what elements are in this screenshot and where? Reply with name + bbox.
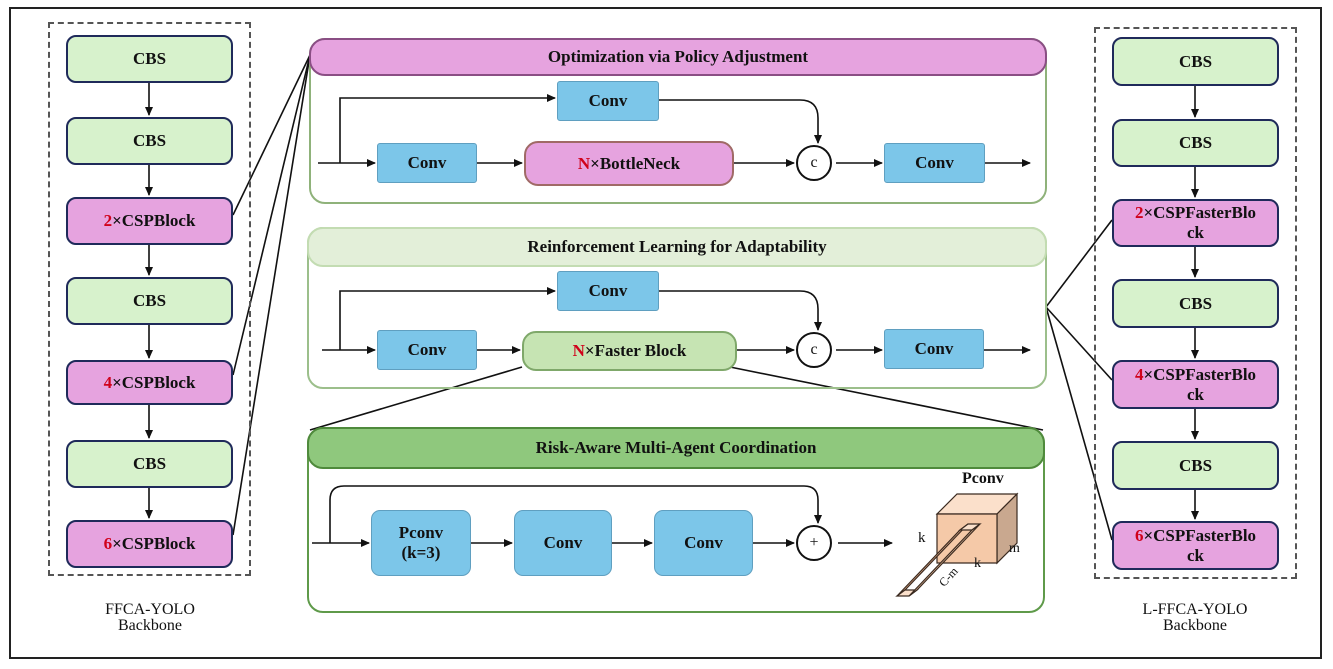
left-cbs-block-2: CBS [66, 117, 233, 165]
panel-policy-adjustment-title: Optimization via Policy Adjustment [309, 38, 1047, 76]
panel2-conv-top: Conv [557, 271, 659, 311]
right-cbs-block-2: CBS [1112, 119, 1279, 167]
cube-label-k-bottom: k [974, 556, 981, 571]
panel1-bottleneck-block: N×BottleNeck [524, 141, 734, 186]
left-cspblock-6x: 6×CSPBlock [66, 520, 233, 568]
left-cspblock-4x: 4×CSPBlock [66, 360, 233, 405]
left-cbs-block-4: CBS [66, 440, 233, 488]
panel2-concat-node: c [796, 332, 832, 368]
right-cbs-block-3: CBS [1112, 279, 1279, 328]
left-cbs-block-3: CBS [66, 277, 233, 325]
panel2-faster-block: N×Faster Block [522, 331, 737, 371]
panel3-pconv-block: Pconv(k=3) [371, 510, 471, 576]
panel2-conv-in: Conv [377, 330, 477, 370]
panel1-conv-out: Conv [884, 143, 985, 183]
left-backbone-caption: FFCA-YOLO Backbone [105, 601, 195, 634]
right-backbone-caption: L-FFCA-YOLO Backbone [1142, 601, 1248, 634]
left-backbone-frame [48, 22, 251, 576]
outer-frame [9, 7, 1322, 659]
left-cspblock-2x: 2×CSPBlock [66, 197, 233, 245]
panel3-add-node: + [796, 525, 832, 561]
cube-title: Pconv [962, 470, 1004, 487]
right-cbs-block-1: CBS [1112, 37, 1279, 86]
cube-label-m: m [1009, 541, 1020, 556]
right-backbone-frame [1094, 27, 1297, 579]
panel1-conv-in: Conv [377, 143, 477, 183]
panel2-conv-out: Conv [884, 329, 984, 369]
right-cbs-block-4: CBS [1112, 441, 1279, 490]
panel3-conv-2: Conv [654, 510, 753, 576]
panel3-conv-1: Conv [514, 510, 612, 576]
panel-risk-aware-coordination-title: Risk-Aware Multi-Agent Coordination [307, 427, 1045, 469]
cube-label-k-left: k [918, 530, 926, 546]
left-cbs-block-1: CBS [66, 35, 233, 83]
panel-reinforcement-learning-title: Reinforcement Learning for Adaptability [307, 227, 1047, 267]
panel1-concat-node: c [796, 145, 832, 181]
panel1-conv-top: Conv [557, 81, 659, 121]
